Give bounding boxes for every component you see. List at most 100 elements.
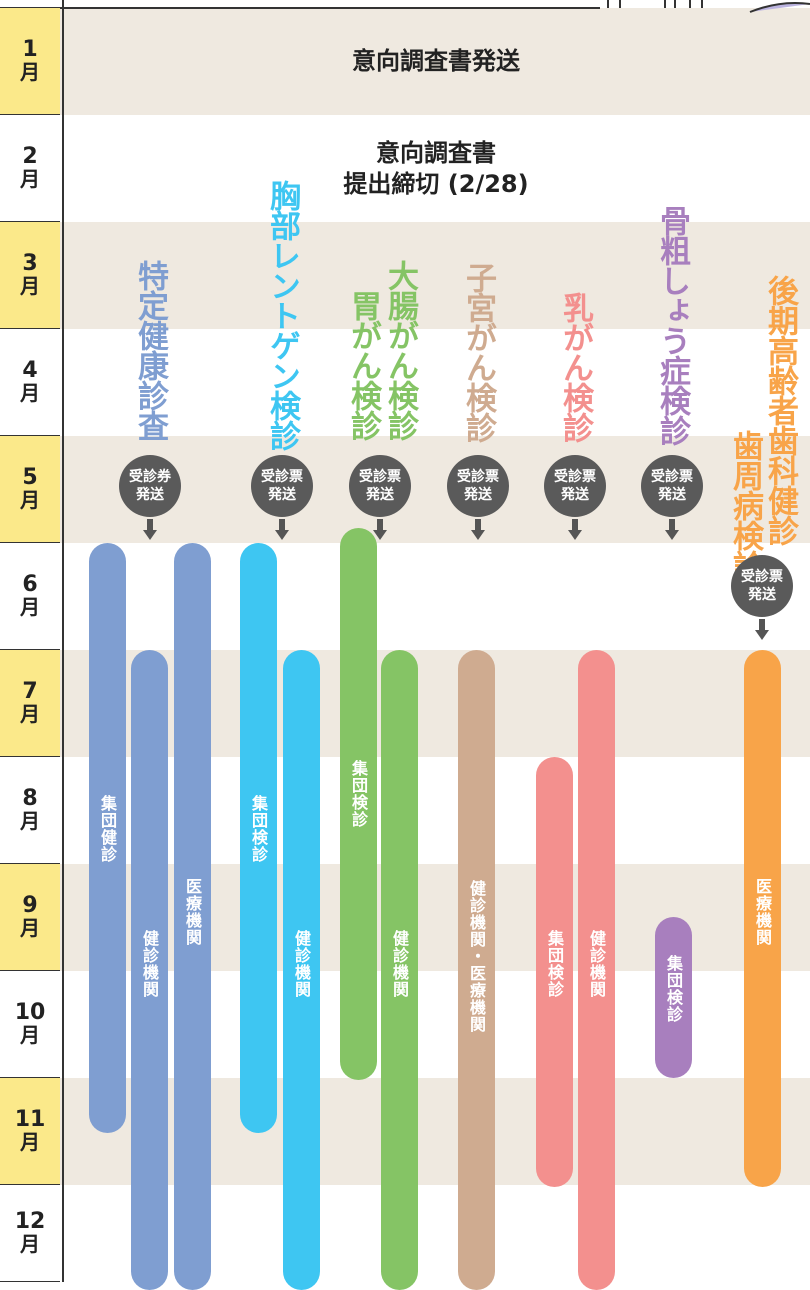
schedule-bar-kyobu [283,650,320,1290]
month-suffix: 月 [20,1023,40,1047]
badge-line: 発送 [268,487,296,503]
schedule-bar-kotsu [655,917,692,1078]
badge-line: 発送 [658,487,686,503]
program-title-tokutei-0: 特定健康診査 [132,260,168,440]
month-number: 11 [14,1107,46,1132]
program-title-shika-0: 後期高齢者歯科健診 [762,275,798,545]
bar-label: 健診機関 [140,930,159,998]
badge-line: 受診票 [261,469,303,485]
month-number: 1 [22,37,38,62]
program-title-kyobu-0: 胸部レントゲン検診 [264,180,300,450]
schedule-bar-tokutei [174,543,211,1290]
schedule-bar-shikyu [458,650,495,1290]
bar-label: 集団検診 [664,955,683,1023]
schedule-bar-kyobu [240,543,277,1133]
dispatch-badge-shikyu: 受診票発送 [447,455,509,517]
month-suffix: 月 [20,809,40,833]
badge-line: 受診票 [457,469,499,485]
badge-line: 発送 [561,487,589,503]
badge-line: 発送 [136,487,164,503]
month-suffix: 月 [20,167,40,191]
badge-line: 受診券 [129,469,171,485]
program-title-kotsu-0: 骨粗しょう症検診 [654,205,690,445]
month-band-2 [0,115,810,222]
program-title-daicho_i-0: 大腸がん検診 [382,260,418,440]
badge-line: 受診票 [741,569,783,585]
bar-label: 医療機関 [183,878,202,946]
month-suffix: 月 [20,1130,40,1154]
badge-line: 受診票 [554,469,596,485]
schedule-bar-tokutei [131,650,168,1290]
program-title-nyu-0: 乳がん検診 [557,292,593,442]
bar-label: 集団健診 [98,795,117,863]
bar-label: 医療機関 [753,878,772,946]
schedule-bar-daicho_i [340,528,377,1080]
month-number: 2 [22,144,38,169]
month-number: 9 [22,893,38,918]
month-band-3 [0,222,810,329]
bar-label: 集団検診 [249,795,268,863]
month-band-4 [0,329,810,436]
schedule-bar-tokutei [89,543,126,1133]
month-band-1 [0,8,810,115]
month-suffix: 月 [20,60,40,84]
down-arrow-icon [568,519,582,541]
schedule-bar-daicho_i [381,650,418,1290]
schedule-bar-nyu [578,650,615,1290]
month-number: 5 [22,465,38,490]
bar-label: 健診機関 [292,930,311,998]
dispatch-badge-nyu: 受診票発送 [544,455,606,517]
down-arrow-icon [275,519,289,541]
top-border [0,7,600,9]
program-title-daicho_i-1: 胃がん検診 [345,290,381,440]
month-suffix: 月 [20,274,40,298]
header-survey-dispatch: 意向調査書発送 [352,47,520,75]
bar-label: 集団検診 [545,930,564,998]
month-number: 8 [22,786,38,811]
bar-label: 集団検診 [349,760,368,828]
bar-label: 健診機関・医療機関 [467,880,486,1033]
down-arrow-icon [755,619,769,641]
illustration-fragment [607,0,810,13]
month-suffix: 月 [20,381,40,405]
month-number: 10 [14,1000,46,1025]
month-number: 3 [22,251,38,276]
down-arrow-icon [373,519,387,541]
dispatch-badge-tokutei: 受診券発送 [119,455,181,517]
month-suffix: 月 [20,916,40,940]
badge-line: 発送 [366,487,394,503]
month-suffix: 月 [20,1232,40,1256]
down-arrow-icon [665,519,679,541]
month-suffix: 月 [20,488,40,512]
down-arrow-icon [143,519,157,541]
badge-line: 発送 [748,587,776,603]
header-deadline-line1: 意向調査書 [376,139,496,167]
month-suffix: 月 [20,702,40,726]
dispatch-badge-kyobu: 受診票発送 [251,455,313,517]
month-number: 7 [22,679,38,704]
badge-line: 受診票 [359,469,401,485]
month-number: 6 [22,572,38,597]
dispatch-badge-daicho_i: 受診票発送 [349,455,411,517]
schedule-bar-shika [744,650,781,1187]
dispatch-badge-shika: 受診票発送 [731,555,793,617]
month-number: 4 [22,358,38,383]
header-survey-deadline: 意向調査書 提出締切 (2/28) [62,138,810,200]
bar-label: 健診機関 [390,930,409,998]
bar-label: 健診機関 [587,930,606,998]
header-deadline-line2: 提出締切 (2/28) [343,170,529,198]
badge-line: 発送 [464,487,492,503]
down-arrow-icon [471,519,485,541]
